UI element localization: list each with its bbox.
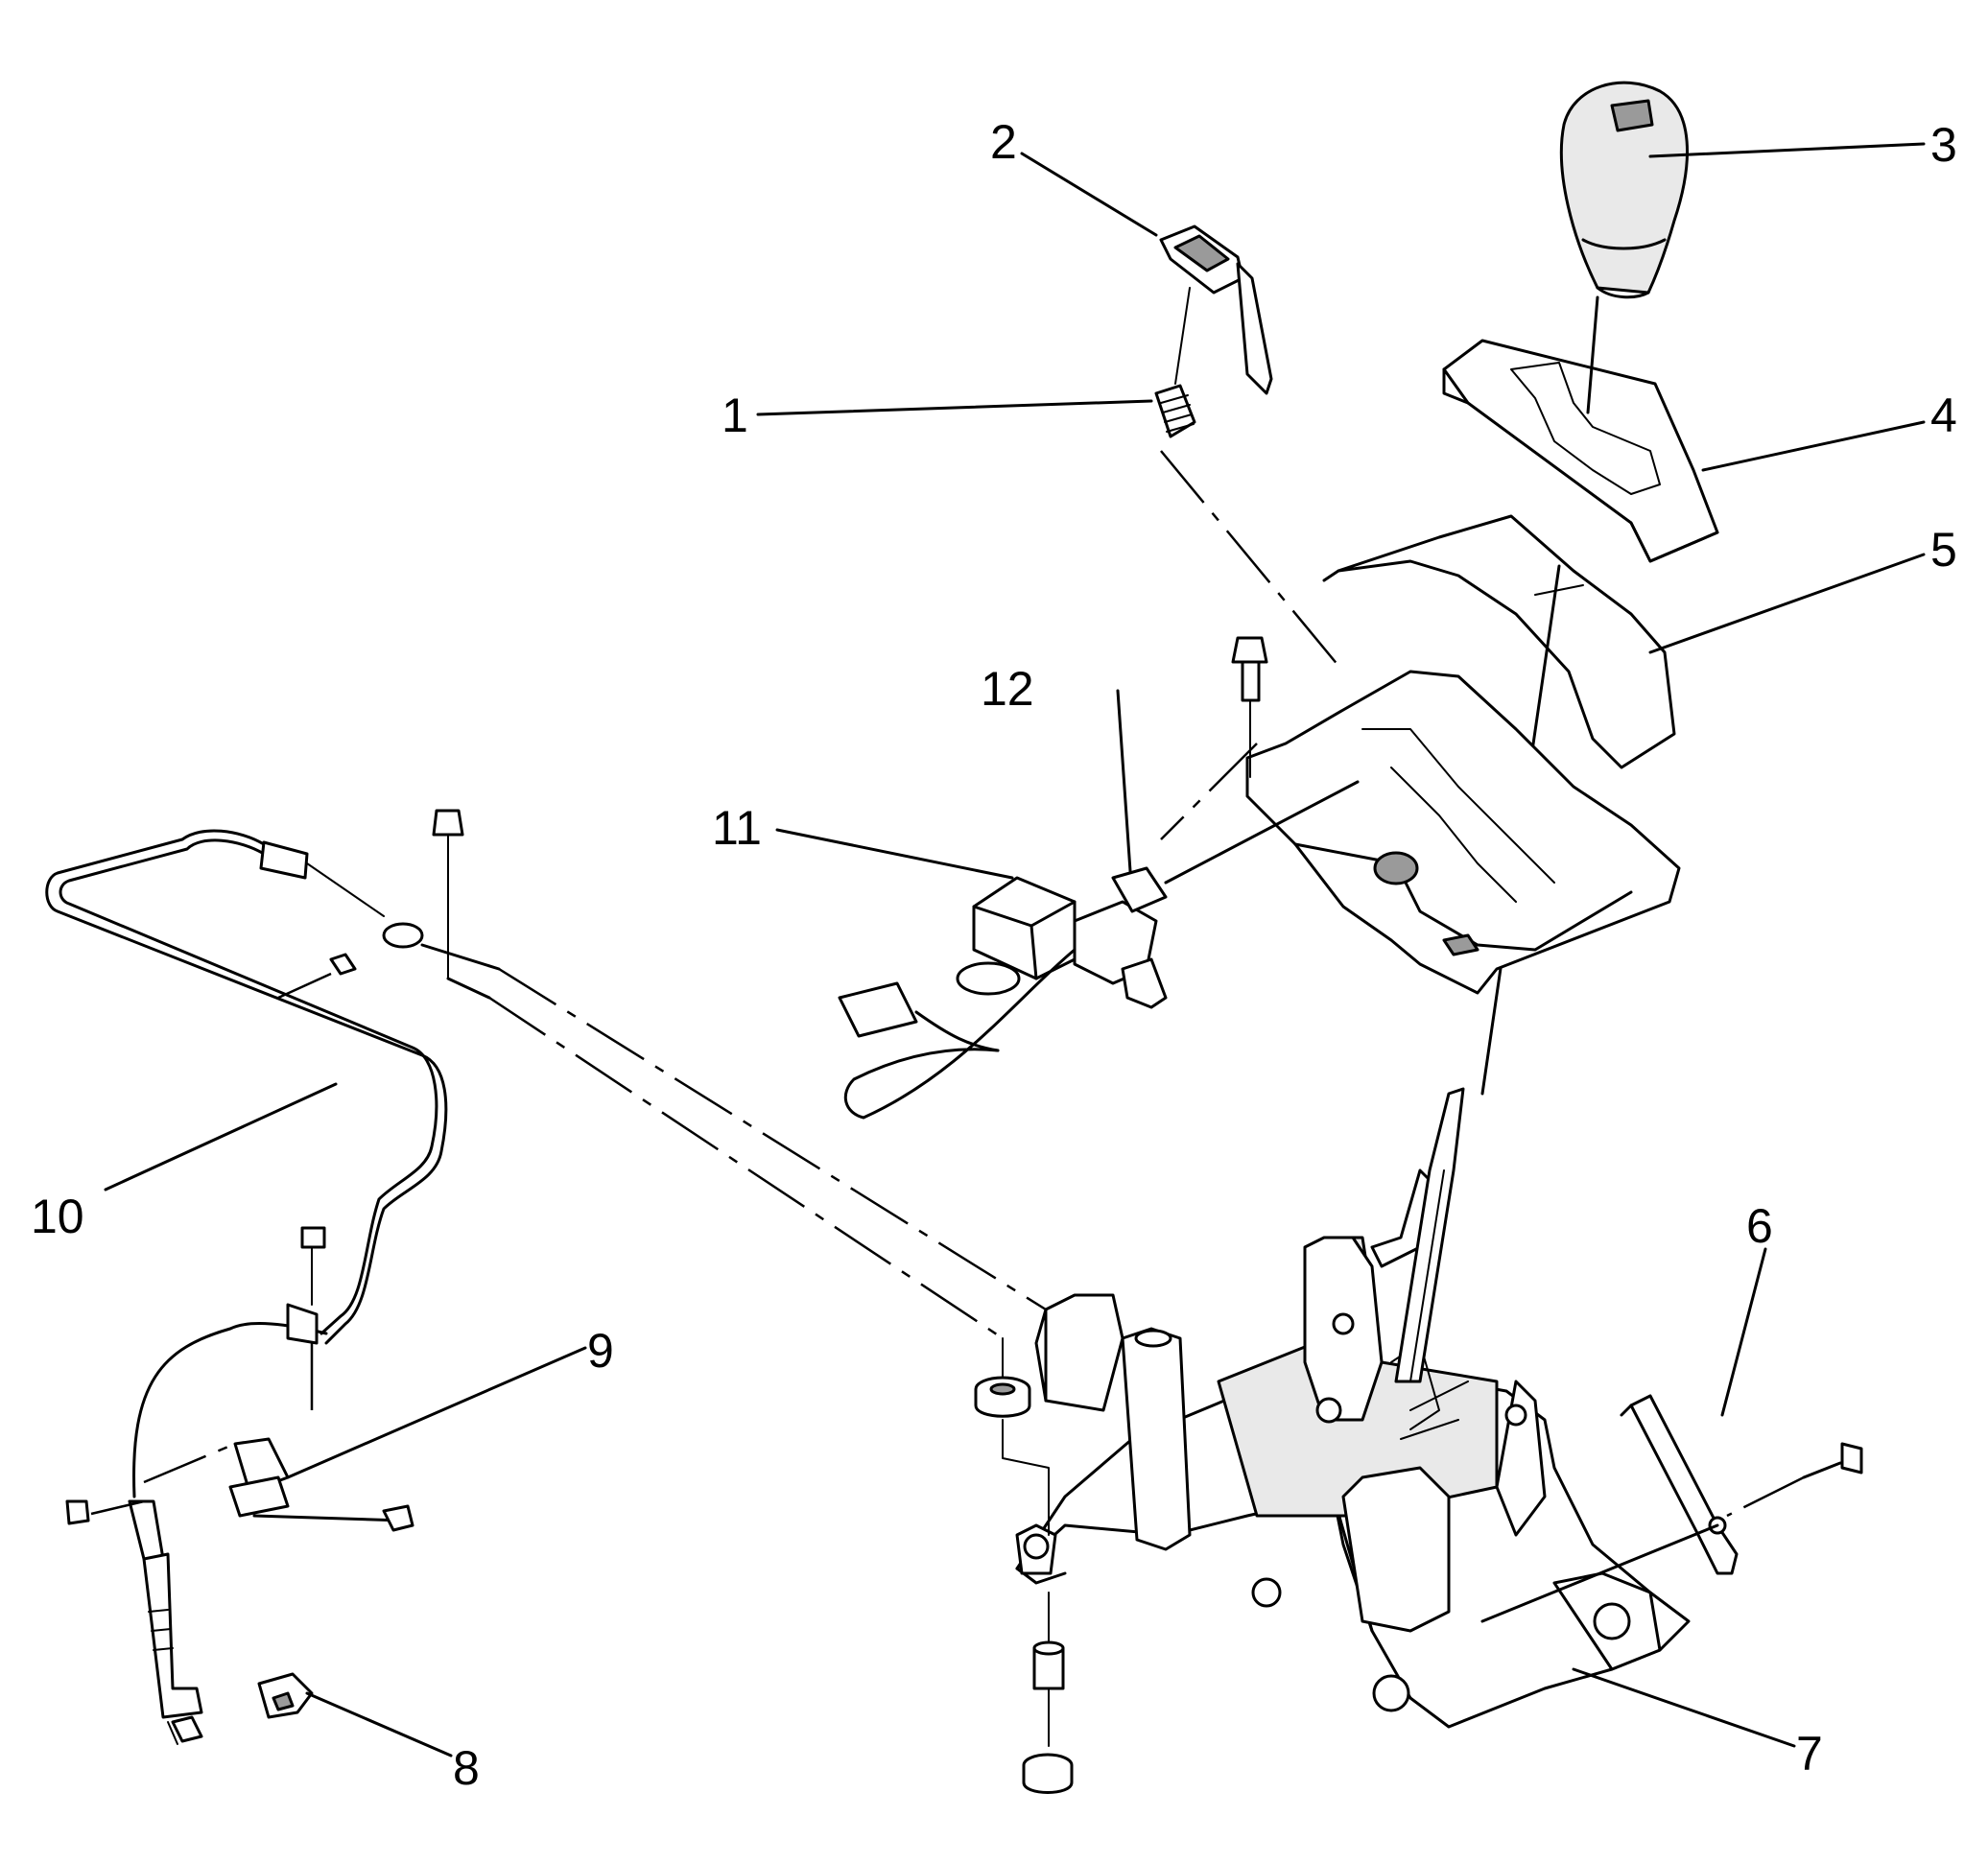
console-trim-plate	[1322, 514, 1676, 769]
callout-leaders	[104, 142, 1926, 1758]
upper-shifter-housing	[1160, 670, 1681, 995]
shift-lock-cable	[45, 829, 448, 1719]
callout-4: 4	[1930, 389, 1957, 442]
callout-2: 2	[990, 115, 1017, 169]
callout-8: 8	[453, 1741, 480, 1795]
callout-labels: 1 2 3 4 5 6 7 8 9 10 11 12	[31, 115, 1957, 1795]
callout-7: 7	[1796, 1727, 1823, 1781]
callout-9: 9	[587, 1324, 614, 1378]
shifter-base	[1015, 1168, 1691, 1729]
callout-10: 10	[31, 1190, 84, 1243]
spring	[1154, 384, 1344, 672]
cable-retaining-clip	[257, 1672, 314, 1719]
callout-5: 5	[1930, 523, 1957, 577]
solenoid-wire-harness	[838, 948, 1077, 1120]
shift-indicator-bezel	[1442, 295, 1719, 563]
alignment-lines	[420, 809, 1047, 1340]
shift-knob	[1559, 81, 1689, 299]
housing-bolt	[1231, 636, 1268, 778]
detent-bracket	[1620, 1394, 1739, 1575]
bracket-screw	[1480, 1442, 1863, 1623]
shift-release-button	[1159, 224, 1273, 395]
callout-12: 12	[981, 662, 1034, 716]
callout-11: 11	[712, 801, 762, 855]
callout-6: 6	[1746, 1199, 1773, 1253]
callout-3: 3	[1930, 118, 1957, 172]
shift-lever-rod	[1394, 1087, 1465, 1383]
callout-1: 1	[722, 389, 748, 442]
mount-grommets	[974, 1337, 1074, 1794]
solenoid-connector	[1111, 780, 1360, 913]
shift-lock-solenoid	[956, 876, 1168, 1009]
cable-hardware	[65, 1226, 414, 1745]
